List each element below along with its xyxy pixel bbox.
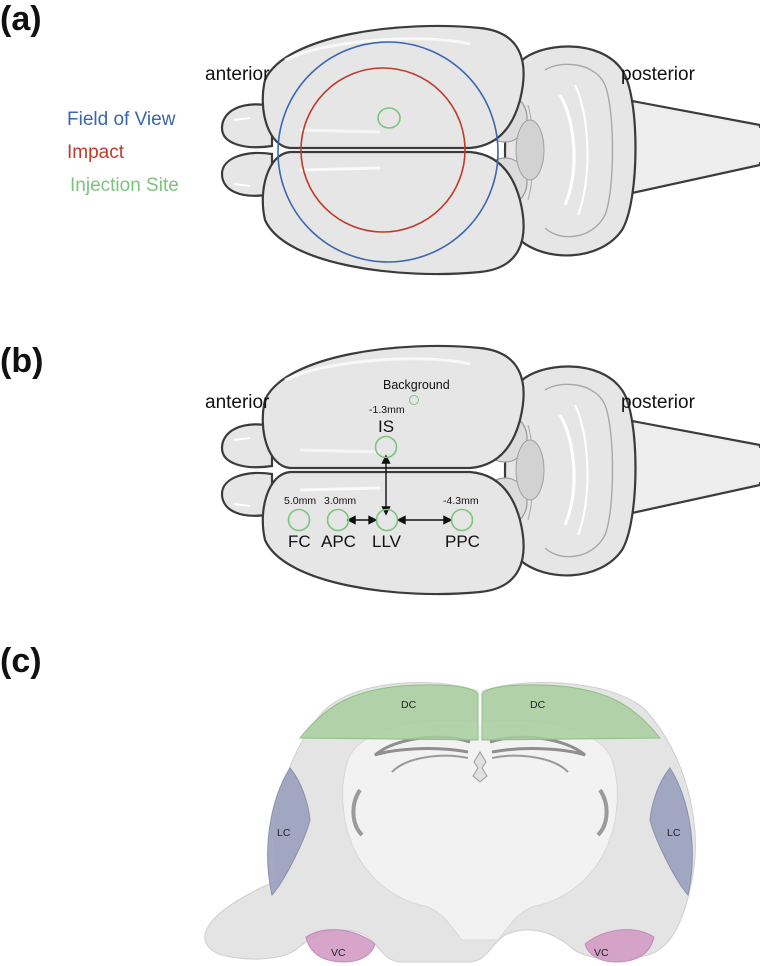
legend-impact: Impact — [67, 142, 125, 163]
region-lc-right — [649, 767, 693, 897]
label-dc-left: DC — [401, 699, 417, 711]
white-matter — [342, 720, 618, 941]
region-lc-left — [267, 767, 311, 897]
site-is-circle — [374, 435, 398, 459]
label-vc-right: VC — [594, 947, 609, 959]
posterior-label-b: posterior — [621, 392, 696, 413]
impact-circle — [300, 67, 466, 233]
label-lc-left: LC — [277, 827, 291, 839]
site-ppc-name: PPC — [445, 532, 480, 551]
panel-a-label: (a) — [0, 0, 42, 38]
site-ppc-distance: -4.3mm — [443, 495, 479, 507]
region-dc-right — [481, 684, 662, 741]
panel-c: (c) DC DC LC LC VC VC — [0, 642, 696, 963]
dorsal-brain-b — [220, 344, 760, 596]
panel-b-label: (b) — [0, 342, 43, 380]
background-site — [409, 395, 419, 405]
posterior-label-a: posterior — [621, 64, 696, 85]
label-dc-right: DC — [530, 699, 546, 711]
legend-field-of-view: Field of View — [67, 109, 176, 130]
injection-site-circle — [377, 107, 401, 129]
site-is-name: IS — [378, 417, 394, 436]
site-fc-name: FC — [288, 532, 311, 551]
label-lc-right: LC — [667, 827, 681, 839]
region-dc-left — [298, 684, 479, 741]
anterior-label-a: anterior — [205, 64, 270, 85]
label-vc-left: VC — [331, 947, 346, 959]
field-of-view-circle — [277, 41, 499, 263]
site-fc-circle — [287, 508, 311, 532]
site-apc-distance: 3.0mm — [324, 495, 356, 507]
region-vc-right — [584, 929, 655, 963]
background-label: Background — [383, 378, 450, 392]
panel-b: (b) anterior posterior Background -1. — [0, 342, 760, 596]
panel-a: (a) anterior posterior Field of View Imp… — [0, 0, 760, 276]
site-llv-circle — [375, 508, 399, 532]
panel-c-label: (c) — [0, 642, 42, 680]
site-apc-name: APC — [321, 532, 356, 551]
site-fc-distance: 5.0mm — [284, 495, 316, 507]
site-is-distance: -1.3mm — [369, 404, 405, 416]
legend-injection-site: Injection Site — [70, 175, 179, 196]
site-apc-circle — [326, 508, 350, 532]
site-arrows — [346, 454, 453, 525]
region-vc-left — [305, 929, 376, 963]
site-llv-name: LLV — [372, 532, 402, 551]
anterior-label-b: anterior — [205, 392, 270, 413]
site-ppc-circle — [450, 508, 474, 532]
